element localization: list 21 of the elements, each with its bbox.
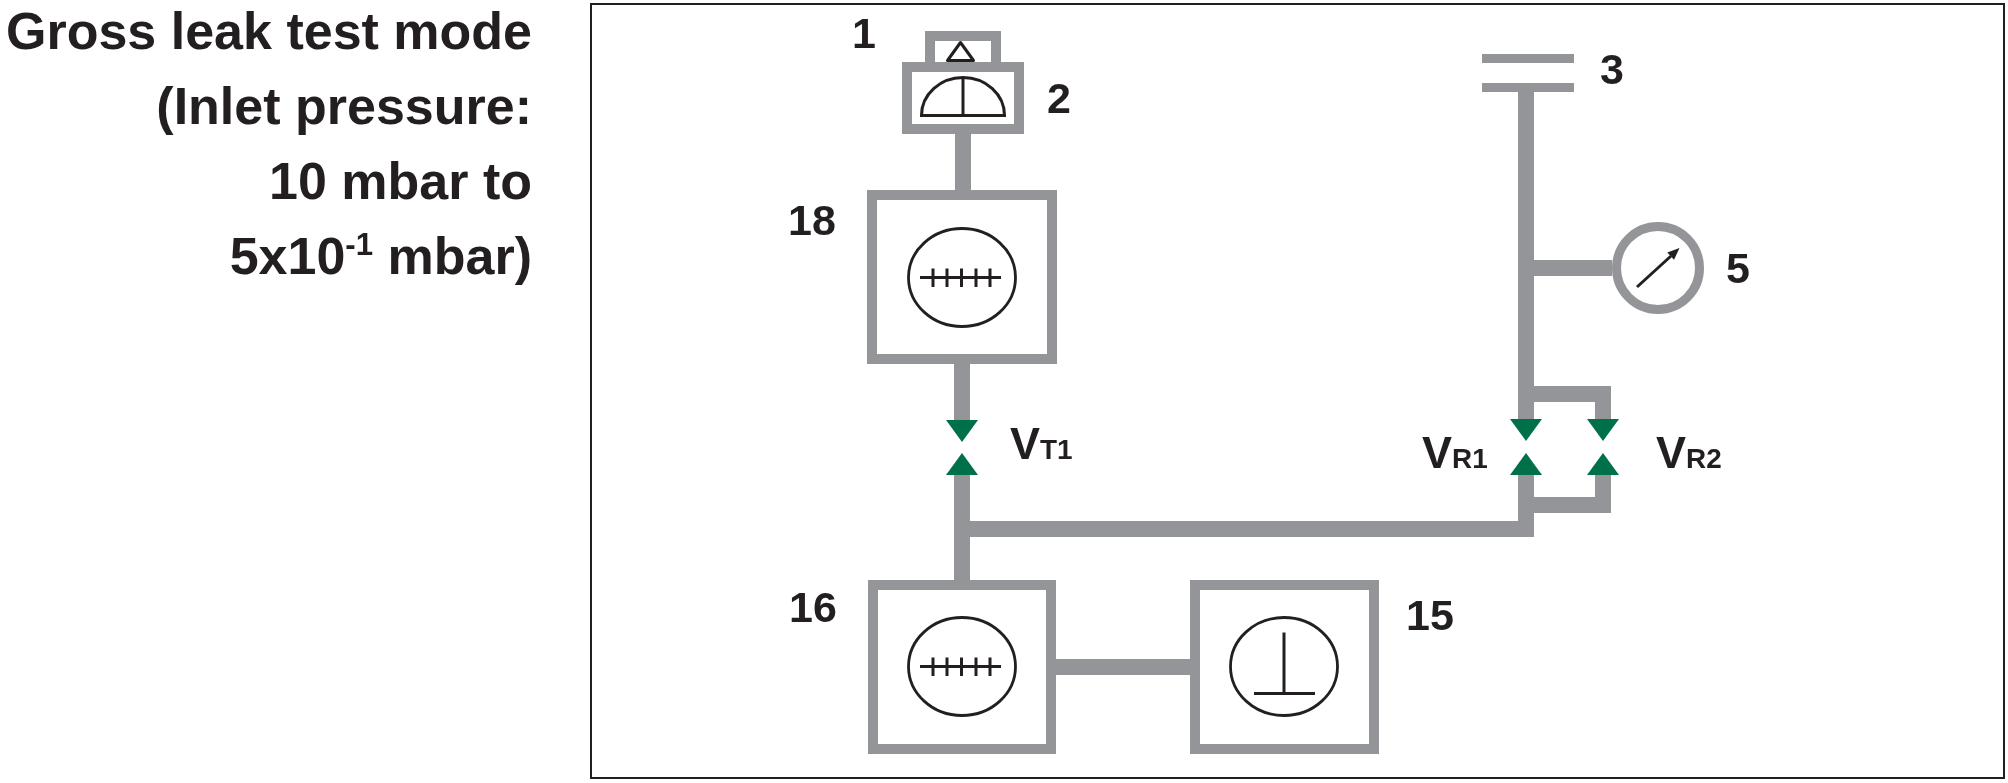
callout-number: 18 [788,199,836,242]
callout-number: 1 [852,12,876,55]
callout-number: 15 [1406,594,1454,637]
pipe-line [954,364,970,420]
component-box [1190,580,1379,754]
callout-number: 5 [1726,247,1750,290]
component-box [902,62,1024,134]
valve-symbol [1587,419,1619,475]
valve-symbol [946,420,978,475]
valve-symbol [1510,419,1542,475]
double-bar-symbol [1482,54,1574,92]
pipe-line [1056,659,1190,675]
callout-number: 16 [789,586,837,629]
component-box [868,580,1056,754]
component-box [925,31,1001,62]
title-text: Gross leak test mode [6,2,532,60]
callout-number: 2 [1047,77,1071,120]
callout-number: 3 [1600,48,1624,91]
pipe-line [955,134,971,190]
pressure-note: (Inlet pressure: 10 mbar to 5x10$^{-1}$ mbar) [155,76,532,287]
component-box [867,190,1057,364]
